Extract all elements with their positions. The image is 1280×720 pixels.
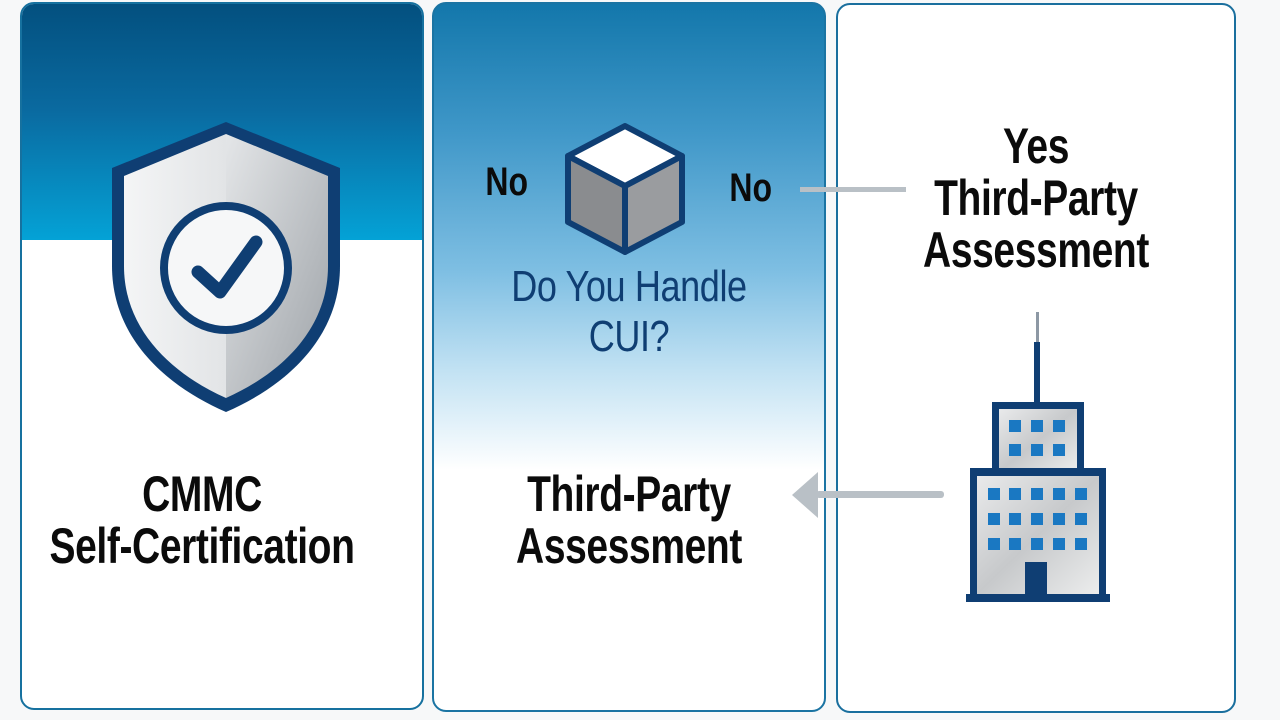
cui-question: Do You Handle CUI?: [467, 262, 790, 362]
title-line: Assessment: [923, 222, 1149, 278]
self-certification-panel: [20, 2, 424, 710]
title-line: Yes: [1002, 118, 1070, 174]
building-icon: [966, 312, 1110, 602]
question-line: CUI?: [588, 312, 670, 361]
decision-panel: [432, 2, 826, 712]
shield-check-icon: [112, 122, 340, 412]
title-line: CMMC: [142, 466, 262, 522]
title-line: Assessment: [516, 518, 742, 574]
self-certification-title: CMMC Self-Certification: [44, 468, 359, 572]
third-party-assessment-label: Third-Party Assessment: [475, 468, 782, 572]
arrow-left-icon: [792, 472, 944, 518]
title-line: Self-Certification: [49, 518, 355, 574]
yes-third-party-title: Yes Third-Party Assessment: [880, 120, 1192, 276]
no-label-right: No: [729, 166, 772, 210]
title-line: Third-Party: [934, 170, 1138, 226]
question-line: Do You Handle: [511, 262, 747, 311]
no-label-left: No: [485, 160, 528, 204]
connector-line: [800, 187, 906, 192]
title-line: Third-Party: [527, 466, 731, 522]
cube-icon: [565, 123, 685, 255]
